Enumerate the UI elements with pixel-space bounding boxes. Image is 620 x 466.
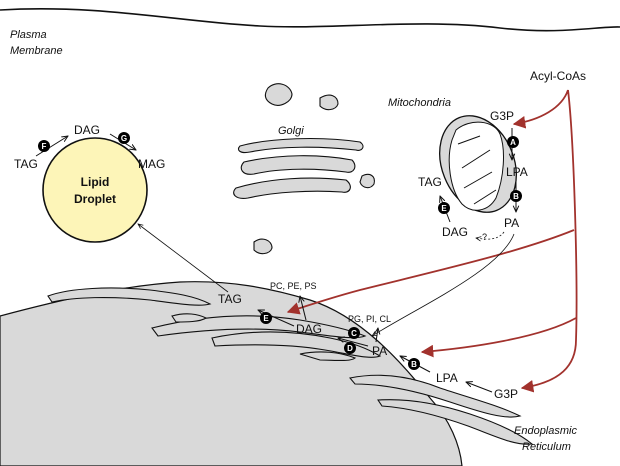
svg-text:B: B xyxy=(513,192,519,201)
golgi-cisterna-2 xyxy=(240,155,356,175)
golgi-label: Golgi xyxy=(278,125,304,137)
er-lpa-label: LPA xyxy=(436,371,458,385)
lipid-droplet-label-2: Droplet xyxy=(74,192,116,206)
plasma-membrane-label: Plasma xyxy=(10,29,47,41)
lipid-droplet xyxy=(42,137,148,243)
golgi-cisterna-3 xyxy=(233,177,351,199)
acyl-arrow-er-g3p xyxy=(520,339,577,393)
mito-unknown-label: ? xyxy=(482,232,487,242)
mitochondrion xyxy=(439,115,517,213)
mito-g3p-label: G3P xyxy=(490,109,514,123)
er-cisterna-3 xyxy=(211,331,382,358)
lipid-droplet-label: Lipid xyxy=(81,175,110,189)
er-label-2: Reticulum xyxy=(522,441,571,453)
er-cisterna-6 xyxy=(377,399,534,445)
svg-text:D: D xyxy=(347,344,353,353)
acyl-arrow-er-dag xyxy=(286,229,575,315)
badge-mito-e: E xyxy=(438,202,450,214)
er-phospho-b-label: PG, PI, CL xyxy=(348,314,391,324)
mito-lpa-label: LPA xyxy=(506,165,528,179)
badge-ld-g: G xyxy=(118,132,130,144)
er-cisterna-4 xyxy=(299,351,357,362)
svg-text:B: B xyxy=(411,360,417,369)
er-arrow-g3p-lpa xyxy=(466,382,493,393)
plasma-membrane xyxy=(0,8,620,32)
er-cisterna-5 xyxy=(348,374,522,418)
mitochondria-label: Mitochondria xyxy=(388,97,451,109)
golgi-cisterna-1 xyxy=(237,137,364,154)
badge-er-e: E xyxy=(260,312,272,324)
acyl-arrow-mito xyxy=(512,89,569,129)
mito-pa-label: PA xyxy=(504,216,519,230)
ld-tag-label: TAG xyxy=(14,157,38,171)
badge-er-b: B xyxy=(408,358,420,370)
ld-mag-label: MAG xyxy=(138,157,165,171)
golgi-vesicle-3 xyxy=(359,173,375,189)
plasma-membrane-label-2: Membrane xyxy=(10,45,63,57)
svg-text:F: F xyxy=(42,142,47,151)
mito-to-er-transfer-arrow xyxy=(372,233,515,336)
nucleus-body xyxy=(0,281,463,466)
er-dag-label: DAG xyxy=(296,322,322,336)
er-to-droplet-arrow xyxy=(138,224,229,293)
svg-text:G: G xyxy=(121,134,127,143)
er-cisterna-7 xyxy=(171,313,208,323)
er-arrow-pa-dag xyxy=(338,338,369,347)
badge-mito-a: A xyxy=(507,136,519,148)
er-cisterna-1 xyxy=(47,287,212,306)
badge-er-c: C xyxy=(348,327,360,339)
mito-dag-label: DAG xyxy=(442,225,468,239)
er-arrow-dag-phospho xyxy=(300,296,307,321)
badge-ld-f: F xyxy=(38,140,50,152)
er-label: Endoplasmic xyxy=(514,425,577,437)
badge-er-d: D xyxy=(344,342,356,354)
acyl-arrow-trunk xyxy=(567,89,578,341)
ld-dag-label: DAG xyxy=(74,123,100,137)
svg-text:E: E xyxy=(441,204,447,213)
er-cisterna-2 xyxy=(151,315,367,339)
mito-tag-label: TAG xyxy=(418,175,442,189)
svg-text:C: C xyxy=(351,329,357,338)
ld-arrow-tag-dag xyxy=(35,136,68,157)
er-arrow-pa-phospho xyxy=(376,328,378,343)
golgi-vesicle-1 xyxy=(264,83,293,106)
svg-text:A: A xyxy=(510,138,516,147)
golgi-vesicle-4 xyxy=(253,238,273,255)
svg-text:E: E xyxy=(263,314,269,323)
golgi-vesicle-2 xyxy=(319,94,339,111)
mito-arrow-pa-dag xyxy=(476,231,505,239)
er-pa-label: PA xyxy=(372,344,387,358)
acyl-coas-label: Acyl-CoAs xyxy=(530,69,586,83)
er-g3p-label: G3P xyxy=(494,387,518,401)
er-phospho-a-label: PC, PE, PS xyxy=(270,281,317,291)
er-tag-label: TAG xyxy=(218,292,242,306)
acyl-arrow-er-pa xyxy=(420,317,577,358)
badge-mito-b: B xyxy=(510,190,522,202)
